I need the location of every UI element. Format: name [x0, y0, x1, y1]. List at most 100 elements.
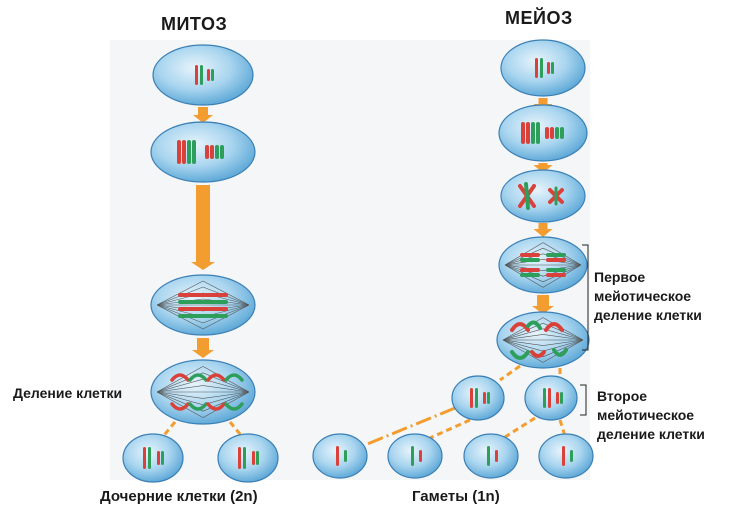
chromosome	[560, 392, 563, 404]
anaphase-chromosome	[170, 373, 190, 382]
second-meiotic-division-label: Второе мейотическое деление клетки	[597, 388, 705, 442]
metaphase1-chromosome	[546, 273, 566, 277]
mitosis-anaphase-cell	[150, 359, 256, 425]
chromosome	[161, 451, 164, 465]
chromosome	[547, 62, 550, 74]
anaphase-chromosome	[206, 402, 226, 411]
chromosome	[143, 447, 146, 469]
chromosome	[543, 388, 546, 408]
metaphase-chromosome	[178, 307, 228, 311]
gamete-cell-2	[387, 433, 443, 479]
anaphase-chromosome	[170, 402, 190, 411]
meiosis-arrow-4	[532, 295, 554, 314]
meiosis-arrow-2	[533, 163, 553, 173]
metaphase-chromosome	[178, 293, 228, 297]
chromosome	[531, 122, 535, 144]
chromosome	[344, 450, 347, 462]
anaphase1-chromosome	[510, 322, 530, 332]
chromosome	[483, 392, 486, 404]
metaphase-chromosome	[178, 314, 228, 318]
chromosome	[157, 451, 160, 465]
chromosome	[556, 392, 559, 404]
chromosome	[192, 140, 196, 164]
metaphase1-chromosome	[546, 258, 566, 262]
brackets-layer	[580, 244, 589, 416]
meiosis-title: МЕЙОЗ	[505, 8, 573, 28]
chromosome	[200, 65, 203, 85]
chromosome	[545, 127, 549, 139]
anaphase-chromosome	[188, 373, 208, 382]
daughter-cells-label: Дочерние клетки (2n)	[100, 488, 258, 505]
chromosome	[540, 58, 543, 78]
chromosome	[419, 450, 422, 462]
anaphase1-chromosome	[526, 320, 542, 330]
chromosome	[238, 447, 241, 469]
mitosis-connector-left	[158, 421, 177, 441]
cells-layer	[122, 39, 594, 483]
crossed-chromosome	[524, 182, 530, 210]
gamete-cell-4-membrane	[538, 433, 594, 479]
metaphase1-chromosome	[520, 268, 540, 272]
chromosome	[550, 127, 554, 139]
chromosome	[205, 145, 209, 159]
metaphase1-chromosome	[520, 253, 540, 257]
chromosome	[195, 65, 198, 85]
meiosis-connector-left	[499, 364, 521, 382]
chromosome	[487, 392, 490, 404]
gametes-label: Гаметы (1n)	[412, 488, 500, 505]
chromosome	[487, 446, 490, 466]
chromosome	[207, 69, 210, 81]
gamete-connector-2	[429, 418, 471, 440]
first-meiotic-division-label: Первое мейотическое деление клетки	[594, 269, 702, 323]
anaphase1-chromosome	[510, 350, 530, 360]
meiosis-prophase-cell-membrane	[500, 169, 586, 223]
mitosis-daughter-cell-2	[217, 433, 279, 483]
gamete-cell-3-membrane	[463, 433, 519, 479]
mitosis-metaphase-cell	[150, 274, 256, 336]
metaphase1-chromosome	[546, 268, 566, 272]
meiosis-prophase-cell	[500, 169, 586, 223]
meiosis-ii-cell-right	[524, 375, 578, 421]
first-division-bracket	[582, 244, 589, 351]
meiosis-arrow-3	[533, 223, 553, 237]
chromosome	[256, 451, 259, 465]
chromosome	[336, 446, 339, 466]
gamete-cell-2-membrane	[387, 433, 443, 479]
chromosome	[220, 145, 224, 159]
meiosis-cell-1	[500, 39, 586, 97]
mitosis-arrow-1	[193, 107, 213, 123]
gamete-cell-1-membrane	[312, 433, 368, 479]
chromosome	[215, 145, 219, 159]
meiosis-metaphase1-cell	[498, 236, 588, 294]
gamete-connector-1	[364, 406, 456, 447]
metaphase1-chromosome	[520, 258, 540, 262]
mitosis-division-label: Деление клетки	[13, 385, 123, 401]
mitosis-cell-1	[152, 44, 254, 106]
chromosome	[560, 127, 564, 139]
chromosome	[548, 388, 551, 408]
gamete-cell-3	[463, 433, 519, 479]
second-division-bracket	[580, 384, 587, 416]
chromosome	[148, 447, 151, 469]
chromosome	[475, 388, 478, 408]
chromosome	[555, 127, 559, 139]
chromosome	[243, 447, 246, 469]
mitosis-daughter-cell-2-membrane	[217, 433, 279, 483]
mitosis-daughter-cell-1-membrane	[122, 433, 184, 483]
chromosome	[526, 122, 530, 144]
metaphase1-chromosome	[520, 273, 540, 277]
mitosis-title: МИТОЗ	[161, 14, 228, 34]
chromosome	[211, 69, 214, 81]
meiosis-cell-2-membrane	[498, 104, 588, 162]
metaphase-chromosome	[178, 300, 228, 304]
chromosome	[210, 145, 214, 159]
chromosome	[411, 446, 414, 466]
chromosome	[182, 140, 186, 164]
anaphase-chromosome	[206, 373, 226, 382]
chromosome	[495, 450, 498, 462]
anaphase1-chromosome	[552, 348, 568, 357]
anaphase1-chromosome	[530, 350, 546, 358]
mitosis-connector-right	[228, 421, 247, 441]
